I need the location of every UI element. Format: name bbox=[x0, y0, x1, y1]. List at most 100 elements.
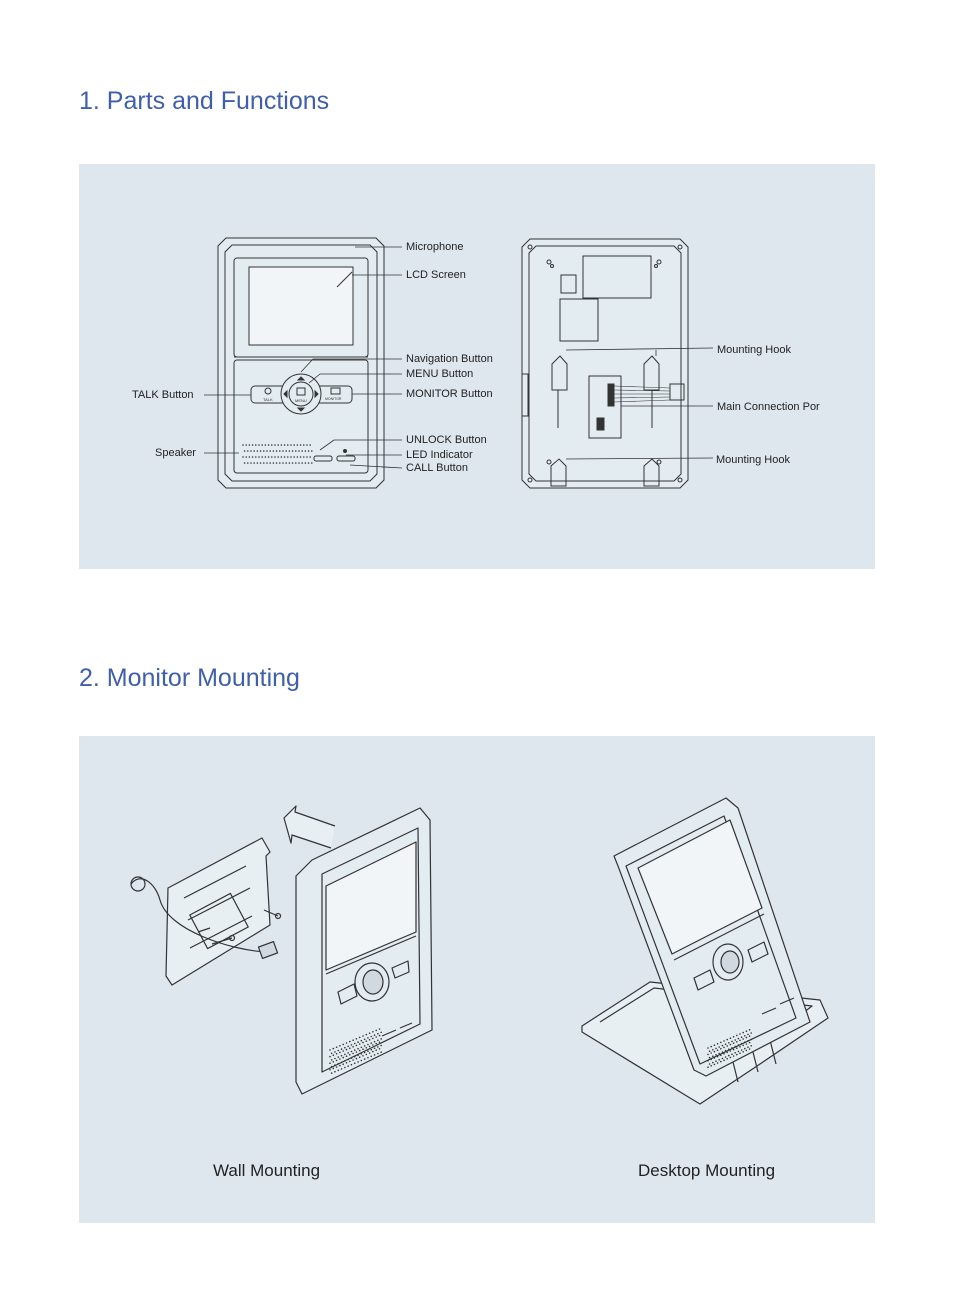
speaker-hole bbox=[285, 450, 288, 452]
speaker-hole bbox=[712, 1061, 714, 1064]
call-button-shape bbox=[336, 455, 356, 462]
speaker-hole bbox=[269, 462, 272, 464]
speaker-hole bbox=[355, 1057, 358, 1060]
speaker-hole bbox=[290, 456, 292, 458]
speaker-hole bbox=[242, 456, 244, 458]
speaker-hole bbox=[375, 1049, 378, 1051]
speaker-hole bbox=[352, 1039, 354, 1041]
connector-plug bbox=[669, 383, 685, 401]
speaker-hole bbox=[713, 1050, 716, 1053]
speaker-hole bbox=[375, 1036, 378, 1038]
speaker-hole bbox=[362, 1035, 364, 1037]
section-title-mounting: 2. Monitor Mounting bbox=[79, 664, 300, 692]
speaker-hole bbox=[378, 1041, 381, 1043]
speaker-hole bbox=[307, 462, 310, 464]
speaker-hole bbox=[372, 1044, 374, 1046]
speaker-hole bbox=[367, 1037, 369, 1039]
speaker-hole bbox=[736, 1041, 738, 1043]
speaker-hole bbox=[731, 1040, 733, 1043]
speaker-hole bbox=[731, 1053, 733, 1055]
mounting-hook-top-right bbox=[643, 355, 660, 391]
desktop-speaker-grille bbox=[707, 1029, 752, 1068]
speaker-hole bbox=[293, 456, 296, 458]
speaker-hole bbox=[344, 1046, 346, 1049]
speaker-hole bbox=[750, 1038, 752, 1041]
speaker-hole bbox=[353, 1062, 356, 1065]
speaker-hole bbox=[368, 1032, 371, 1034]
device-monitor-text: MONITOR bbox=[325, 397, 342, 401]
speaker-hole bbox=[280, 456, 283, 458]
speaker-hole bbox=[370, 1048, 373, 1051]
menu-button-shape bbox=[288, 381, 314, 407]
speaker-hole bbox=[377, 1032, 379, 1035]
speaker-hole bbox=[256, 462, 259, 464]
speaker-hole bbox=[372, 1031, 374, 1033]
speaker-hole bbox=[311, 450, 313, 452]
speaker-hole bbox=[335, 1046, 338, 1048]
speaker-hole bbox=[299, 444, 302, 446]
label-main-connection-port: Main Connection Por bbox=[717, 401, 820, 413]
speaker-hole bbox=[272, 462, 275, 464]
speaker-hole bbox=[716, 1049, 719, 1051]
speaker-hole bbox=[344, 1066, 346, 1069]
speaker-hole bbox=[737, 1044, 740, 1046]
speaker-hole bbox=[357, 1061, 359, 1063]
speaker-hole bbox=[726, 1058, 728, 1060]
speaker-hole bbox=[303, 444, 305, 446]
speaker-hole bbox=[357, 1054, 359, 1057]
speaker-hole bbox=[380, 1038, 382, 1040]
speaker-hole bbox=[718, 1046, 720, 1048]
speaker-hole bbox=[332, 1061, 335, 1063]
speaker-hole bbox=[344, 1053, 346, 1056]
speaker-hole bbox=[370, 1035, 373, 1038]
speaker-hole bbox=[710, 1058, 712, 1061]
speaker-hole bbox=[740, 1036, 743, 1038]
speaker-hole bbox=[352, 1059, 354, 1061]
speaker-hole bbox=[365, 1047, 368, 1049]
speaker-hole bbox=[352, 1052, 354, 1055]
speaker-hole bbox=[729, 1050, 732, 1052]
speaker-hole bbox=[251, 444, 254, 446]
speaker-hole bbox=[266, 462, 268, 464]
label-led-indicator: LED Indicator bbox=[406, 449, 473, 461]
speaker-hole bbox=[345, 1048, 348, 1051]
speaker-hole bbox=[720, 1054, 722, 1056]
speaker-hole bbox=[358, 1043, 361, 1045]
speaker-hole bbox=[367, 1056, 369, 1059]
speaker-hole bbox=[360, 1053, 363, 1055]
speaker-hole bbox=[736, 1047, 738, 1049]
speaker-hole bbox=[349, 1047, 351, 1049]
speaker-hole bbox=[245, 456, 247, 458]
speaker-hole bbox=[358, 1049, 361, 1052]
mounting-hook-top-left bbox=[551, 355, 568, 391]
speaker-hole bbox=[290, 444, 292, 446]
speaker-hole bbox=[330, 1072, 333, 1074]
caption-wall-mounting: Wall Mounting bbox=[213, 1161, 321, 1180]
speaker-hole bbox=[332, 1067, 335, 1070]
speaker-hole bbox=[301, 462, 304, 464]
speaker-hole bbox=[243, 450, 246, 452]
speaker-hole bbox=[259, 462, 262, 464]
speaker-hole bbox=[261, 456, 264, 458]
speaker-hole bbox=[720, 1048, 722, 1050]
speaker-hole bbox=[253, 450, 255, 452]
speaker-hole bbox=[345, 1062, 348, 1064]
speaker-hole bbox=[373, 1040, 376, 1043]
speaker-hole bbox=[745, 1030, 748, 1032]
speaker-hole bbox=[368, 1052, 371, 1054]
speaker-hole bbox=[352, 1046, 354, 1048]
label-lcd-screen: LCD Screen bbox=[406, 269, 466, 281]
caption-desktop-mounting: Desktop Mounting bbox=[638, 1161, 776, 1180]
speaker-hole bbox=[309, 444, 312, 446]
speaker-hole bbox=[375, 1029, 378, 1032]
label-speaker: Speaker bbox=[155, 447, 196, 459]
speaker-hole bbox=[329, 1055, 331, 1058]
speaker-hole bbox=[282, 462, 284, 464]
label-mounting-hook-top: Mounting Hook bbox=[717, 344, 791, 356]
speaker-hole bbox=[330, 1059, 333, 1061]
speaker-hole bbox=[277, 444, 280, 446]
speaker-hole bbox=[716, 1062, 719, 1064]
speaker-hole bbox=[736, 1034, 738, 1037]
device-menu-text: MENU bbox=[295, 398, 307, 403]
